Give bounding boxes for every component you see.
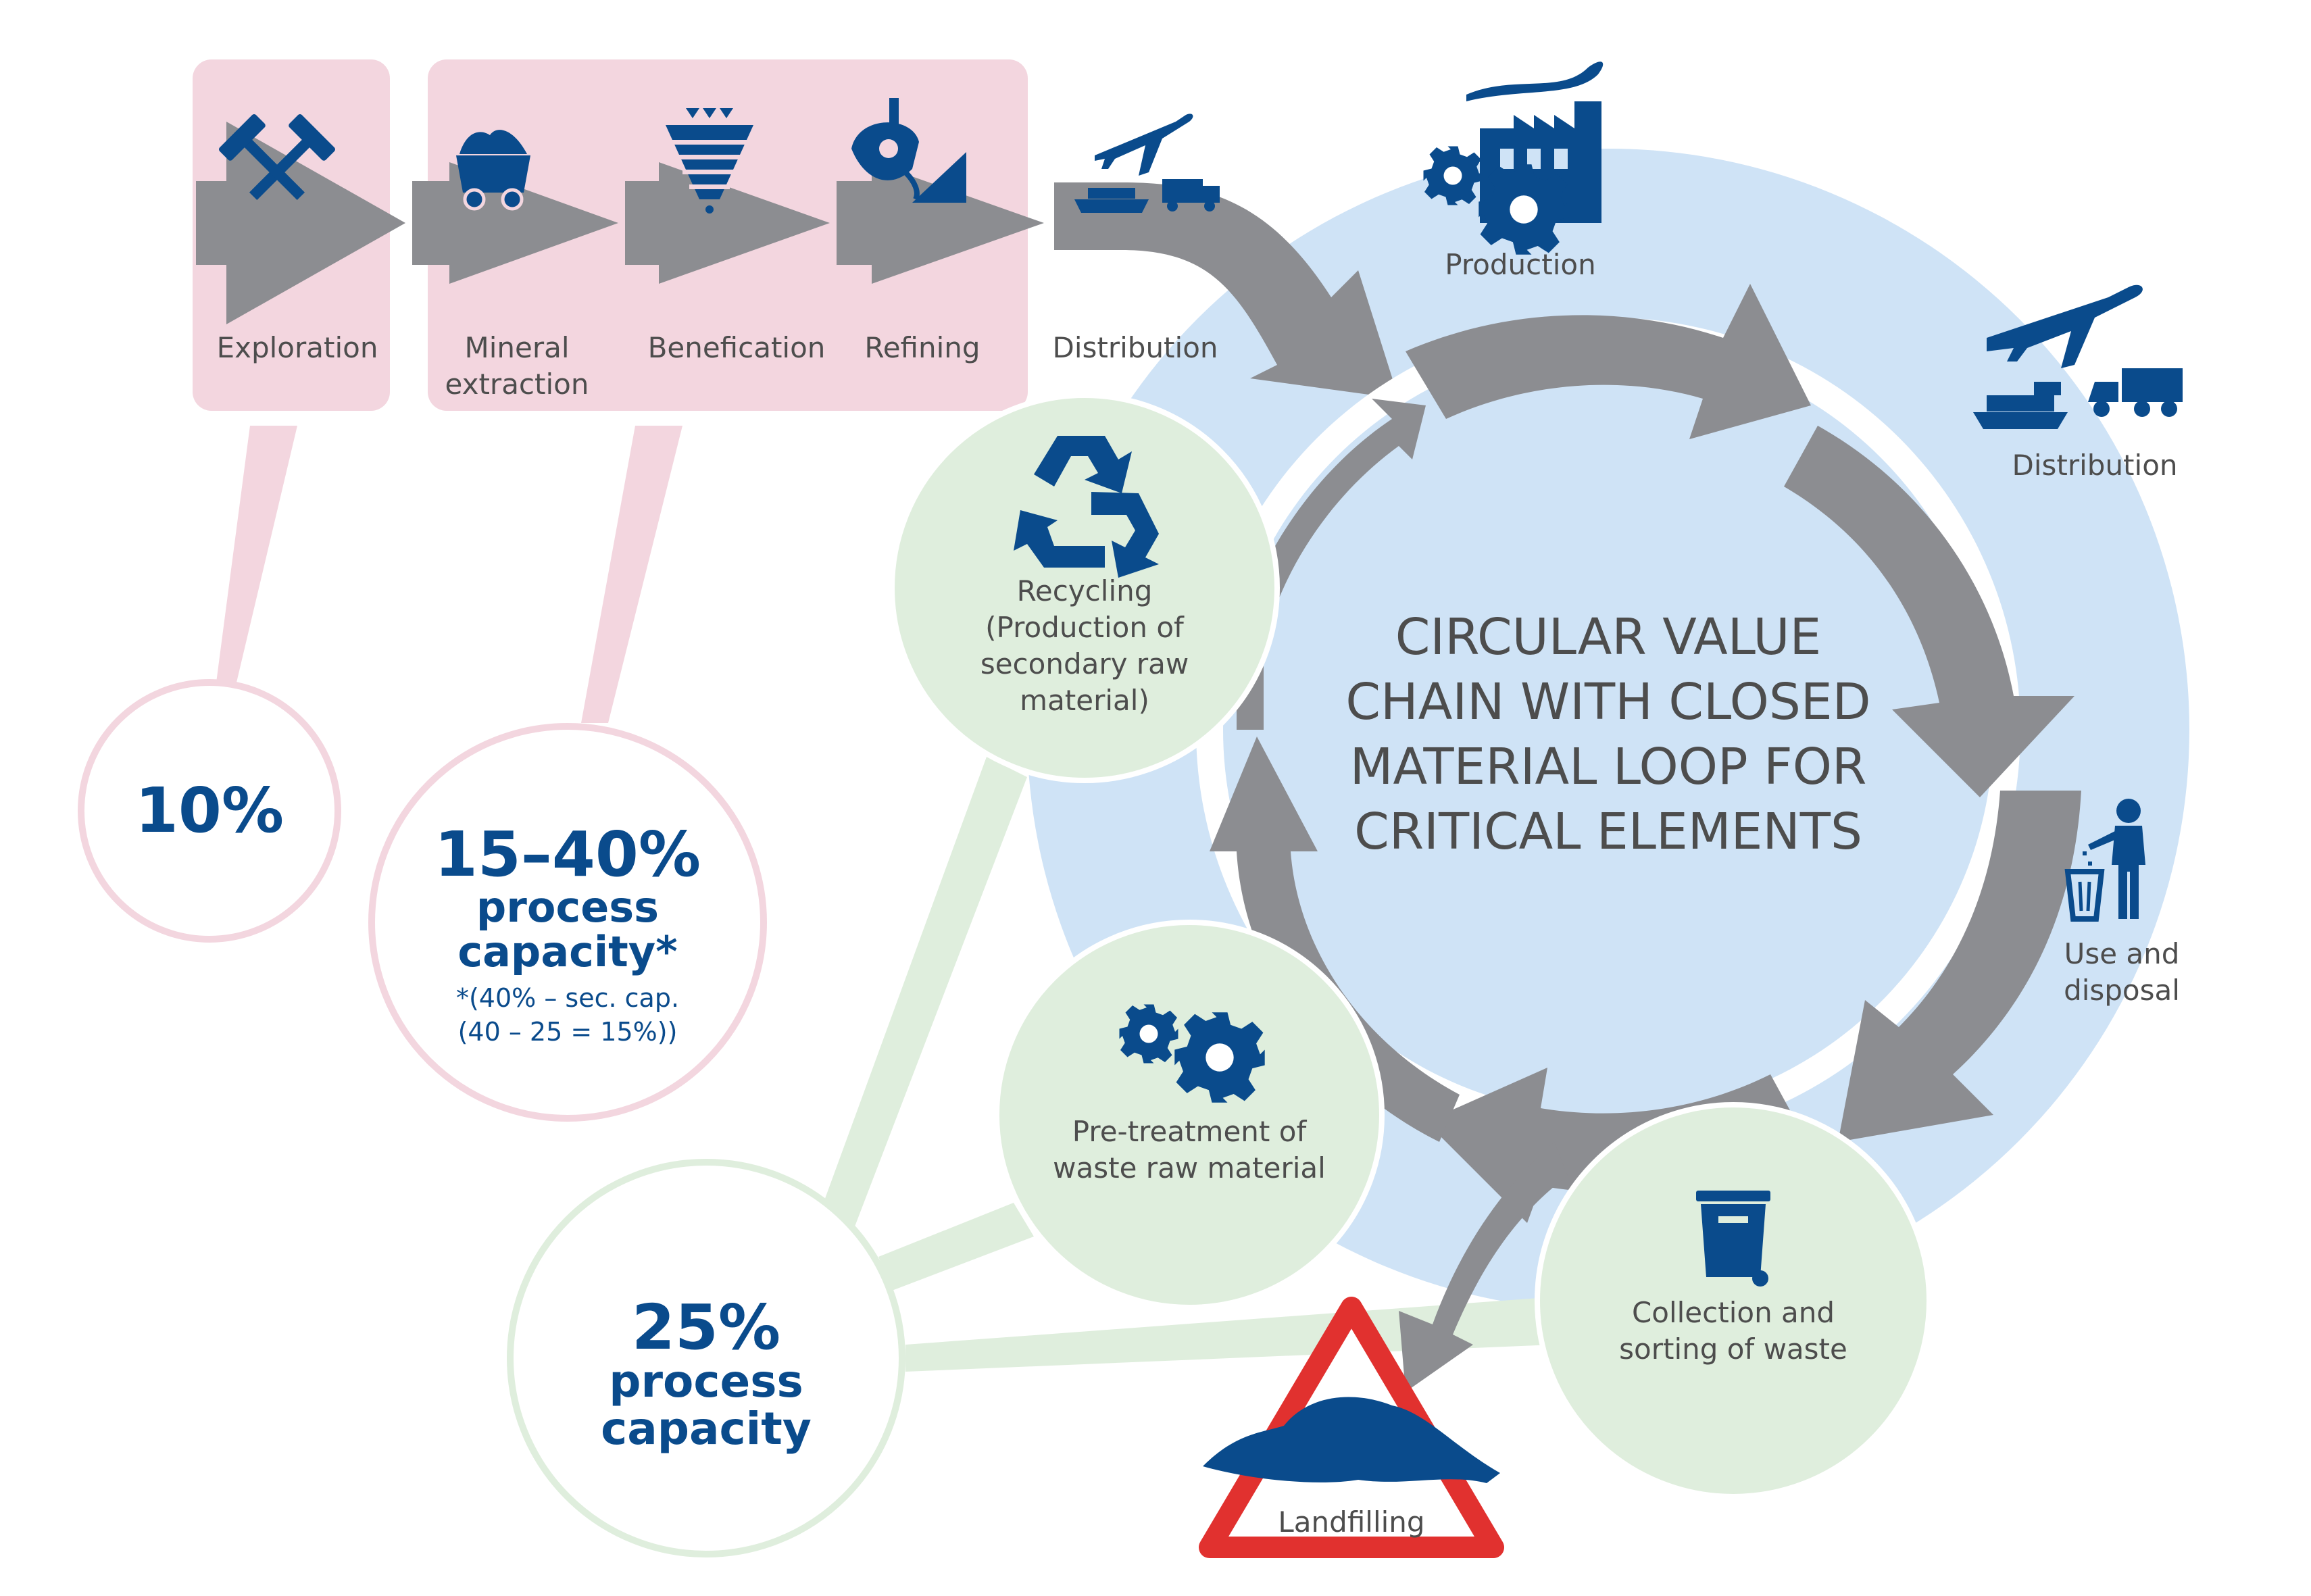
- exploration-percent: 10%: [134, 774, 284, 847]
- step-distribution-label: Distribution: [1052, 331, 1218, 364]
- production-gear-large-icon: [1478, 164, 1569, 255]
- pretreatment-gear-large-icon: [1174, 1012, 1265, 1103]
- pretreatment-gear-small-icon: [1119, 1004, 1178, 1064]
- recycling-connector: [821, 757, 1027, 1226]
- stage-pretreatment-label: Pre-treatment of waste raw material: [1053, 1115, 1326, 1184]
- recycling-icon: [1014, 436, 1159, 578]
- collection-circle: [1535, 1102, 1932, 1499]
- arrow-exploration: [196, 122, 405, 324]
- collection-connector: [905, 1297, 1554, 1372]
- landfill-heap-icon: [1203, 1397, 1500, 1483]
- arrow-benefication: [625, 162, 830, 284]
- landfill-arrow: [1399, 1142, 1568, 1392]
- production-gear-small-icon: [1423, 146, 1483, 205]
- pretreatment-circle: [994, 920, 1385, 1310]
- arrow-refining: [837, 162, 1044, 284]
- pretreatment-connector: [878, 1203, 1034, 1291]
- process-connector: [581, 426, 682, 723]
- exploration-callout-circle: [78, 679, 341, 943]
- mine-cart-icon: [456, 130, 530, 211]
- step-mineral-extraction-label: Mineral extraction: [445, 331, 589, 401]
- loop-arrow-production: [1406, 284, 1811, 439]
- secondary-callout-circle: [507, 1159, 905, 1557]
- loop-arrow-pretreatment: [1210, 737, 1460, 1142]
- loop-title: CIRCULAR VALUE CHAIN WITH CLOSED MATERIA…: [1345, 608, 1871, 861]
- hammers-icon: [218, 114, 336, 201]
- process-percent: 15–40%: [434, 818, 701, 891]
- loop-arrow-use: [1838, 791, 2081, 1142]
- step-exploration-label: Exploration: [216, 331, 378, 364]
- distribution-transport-icon: [1973, 284, 2183, 429]
- step-refining-label: Refining: [864, 331, 980, 364]
- secondary-capacity-text: process capacity: [601, 1355, 812, 1455]
- stage-recycling-label: Recycling (Production of secondary raw m…: [980, 574, 1189, 717]
- ladle-icon: [851, 98, 966, 203]
- stage-collection-label: Collection and sorting of waste: [1619, 1296, 1847, 1366]
- recycling-circle: [889, 393, 1280, 783]
- stage-use-label: Use and disposal: [2064, 937, 2180, 1007]
- landfill-warning-icon: [1199, 1297, 1504, 1558]
- crusher-funnel-icon: [666, 108, 753, 214]
- secondary-percent: 25%: [631, 1291, 781, 1364]
- stage-landfilling-label: Landfilling: [1278, 1505, 1425, 1539]
- person-bin-icon: [2064, 799, 2145, 922]
- transport-icon: [1074, 114, 1220, 213]
- loop-arrow-distribution: [1784, 426, 2074, 797]
- process-note: *(40% – sec. cap. (40 – 25 = 15%)): [455, 983, 680, 1047]
- process-callout-circle: [368, 723, 767, 1122]
- waste-bin-icon: [1696, 1191, 1770, 1287]
- step-benefication-label: Benefication: [647, 331, 826, 364]
- stage-distribution-label: Distribution: [2012, 449, 2178, 482]
- stage-production-label: Production: [1445, 248, 1596, 281]
- distribution-feed-arrow: [1054, 182, 1399, 399]
- loop-center: [1223, 345, 1993, 1115]
- process-capacity-text: process capacity*: [457, 882, 678, 976]
- exploration-connector: [216, 426, 297, 682]
